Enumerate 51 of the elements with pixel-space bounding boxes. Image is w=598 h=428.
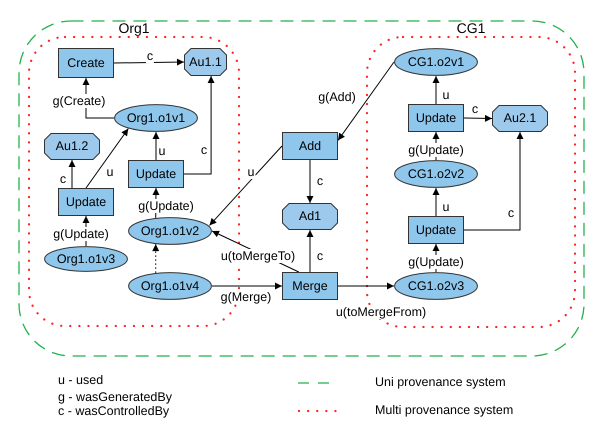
- process-box: Add: [282, 132, 338, 160]
- dashed-boundary: [18, 20, 585, 357]
- edge-label: g(Merge): [220, 290, 272, 304]
- arrow: [338, 282, 394, 290]
- agent-octagon: Au1.2: [44, 133, 100, 160]
- edge-label: u(toMergeFrom): [334, 305, 428, 319]
- edge-label: g(Update): [407, 143, 465, 157]
- agent-octagon: Ad1: [282, 203, 338, 230]
- agent-octagon: Au2.1: [492, 105, 548, 132]
- group-title: CG1: [456, 21, 486, 35]
- note-text: u - used: [58, 373, 104, 387]
- arrow: [306, 230, 314, 272]
- legend-text: Uni provenance system: [375, 375, 506, 389]
- entity-ellipse: Org1.o1v4: [128, 272, 212, 300]
- arrow: [86, 128, 129, 188]
- arrow: [464, 114, 492, 122]
- arrow: [68, 160, 76, 188]
- process-box: Update: [408, 216, 464, 244]
- process-box: Merge: [282, 272, 338, 300]
- entity-ellipse: Org1.o1v3: [44, 246, 128, 272]
- process-box: Update: [58, 188, 114, 216]
- arrow: [152, 132, 160, 160]
- edge-label: g(Create): [52, 94, 106, 108]
- entity-ellipse: CG1.o2v1: [394, 48, 478, 76]
- edge-label: u(toMergeTo): [220, 249, 296, 263]
- arrow: [432, 188, 440, 216]
- arrow: [152, 244, 160, 274]
- group-title: Org1: [118, 21, 150, 35]
- agent-octagon: Au1.1: [184, 48, 227, 76]
- process-box: Update: [128, 160, 184, 188]
- note-text: c - wasControlledBy: [58, 404, 170, 418]
- edge-label: g(Update): [407, 255, 465, 269]
- process-box: Create: [58, 48, 114, 78]
- entity-ellipse: CG1.o2v3: [394, 272, 478, 300]
- arrow: [306, 160, 314, 204]
- arrow: [464, 132, 524, 230]
- arrow: [184, 76, 215, 174]
- entity-ellipse: Org1.o1v1: [114, 104, 198, 132]
- entity-ellipse: Org1.o1v2: [128, 217, 212, 245]
- arrow: [114, 58, 184, 66]
- edge-label: g(Update): [137, 199, 195, 213]
- process-box: Update: [408, 104, 464, 132]
- legend-text: Multi provenance system: [375, 403, 514, 417]
- entity-ellipse: CG1.o2v2: [394, 160, 478, 188]
- arrow: [338, 62, 394, 141]
- note-text: g - wasGeneratedBy: [58, 390, 172, 404]
- edge-label: g(Update): [52, 227, 110, 241]
- arrow: [208, 146, 282, 226]
- arrow: [212, 282, 282, 290]
- arrow: [432, 76, 440, 104]
- edge-label: g(Add): [317, 90, 357, 104]
